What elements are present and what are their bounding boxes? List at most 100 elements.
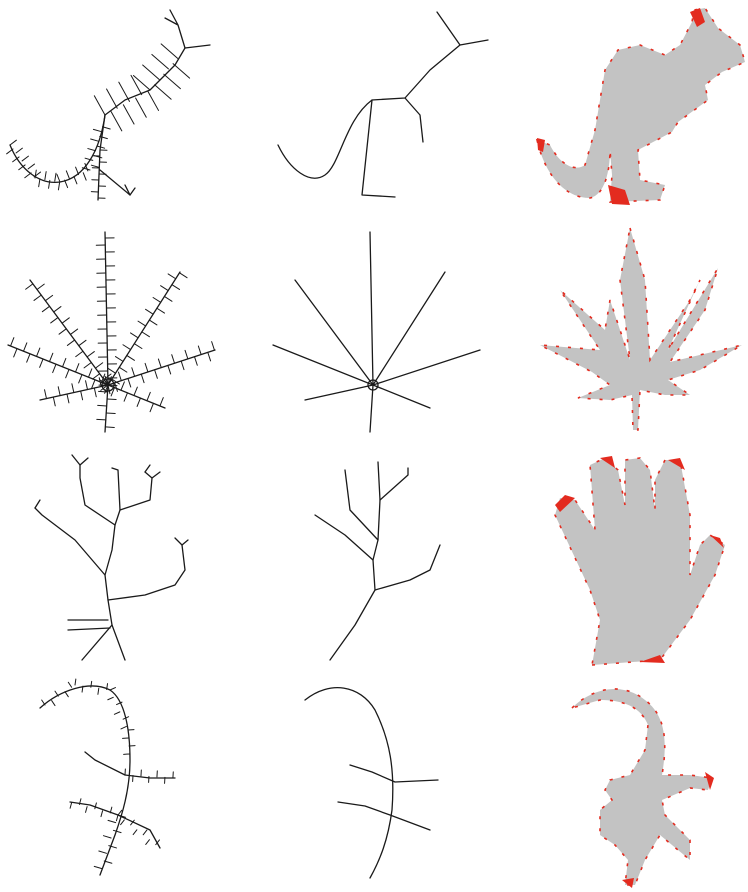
kangaroo-spur (25, 173, 31, 178)
kangaroo-spur (74, 176, 77, 183)
leaf-spur (72, 384, 74, 393)
leaf-spur (27, 354, 30, 362)
leaf-spur (67, 340, 74, 345)
lizard-spur (101, 811, 103, 817)
lizard-spur (110, 688, 115, 690)
kangaroo-spur (161, 44, 178, 58)
leaf-spur (99, 391, 108, 392)
lizard-spurs (42, 679, 174, 869)
leaf-spur (50, 353, 53, 361)
lizard-spur (108, 820, 116, 822)
leaf-spur (70, 329, 77, 334)
kangaroo-spur (93, 129, 101, 131)
leaf-spur (34, 295, 41, 300)
leaf-spur (89, 369, 92, 377)
leaf-spur (62, 318, 69, 323)
leaf-pruned-vein (373, 272, 445, 385)
lizard-spur (121, 726, 126, 728)
lizard-spur (52, 701, 55, 706)
leaf-spur (172, 355, 175, 364)
kangaroo-spur (173, 64, 190, 78)
kangaroo-pruned-skeleton (278, 12, 488, 197)
row-kangaroo (7, 8, 745, 205)
leaf-spur (98, 405, 107, 406)
leaf-spur (168, 274, 176, 279)
kangaroo-spur (83, 173, 86, 180)
leaf-spur (92, 380, 95, 388)
leaf-spur (147, 392, 150, 400)
kangaroo-spur (7, 149, 13, 154)
kangaroo-spur (136, 98, 147, 117)
leaf-spur (37, 284, 44, 289)
row-hand (35, 455, 725, 665)
hand-full-skeleton (35, 455, 188, 660)
leaf-spur (97, 419, 106, 420)
kangaroo-spur (57, 175, 60, 182)
lizard-spur (42, 700, 45, 705)
kangaroo-full-skeleton (7, 10, 210, 200)
leaf-spur (87, 352, 94, 357)
leaf-spur (198, 346, 201, 355)
kangaroo-spur (45, 172, 46, 180)
leaf-spur (164, 296, 172, 301)
kangaroo-spur (111, 112, 122, 131)
leaf-spur (194, 357, 197, 366)
leaf-spur (155, 370, 158, 379)
leaf-spur (132, 368, 135, 377)
leaf-spur (42, 306, 49, 311)
leaf-spur (172, 285, 180, 290)
lizard-spur (146, 840, 150, 845)
leaf-spur (86, 381, 88, 390)
leaf-spur (40, 359, 43, 367)
leaf-spurs (11, 238, 215, 428)
kangaroo-spur (10, 140, 16, 145)
lizard-spur (94, 866, 102, 868)
leaf-spur (94, 388, 96, 397)
leaf-spur (141, 374, 144, 383)
hand-reconstruction (555, 456, 725, 665)
leaf-spur (208, 352, 211, 361)
leaf-spur (95, 363, 102, 368)
kangaroo-spur (91, 139, 99, 141)
leaf-spur (54, 307, 61, 312)
leaf-full-skeleton (8, 232, 215, 432)
leaf-spur (14, 349, 17, 357)
lizard-spur (86, 807, 88, 813)
leaf-spur (45, 390, 47, 399)
lizard-spur (121, 820, 125, 825)
lizard-spur (103, 836, 111, 838)
kangaroo-spur (100, 136, 108, 138)
kangaroo-reconstruction (537, 8, 745, 205)
leaf-spur (92, 374, 99, 379)
leaf-reconstruction (540, 228, 742, 430)
leaf-spur (76, 364, 79, 372)
kangaroo-spur (91, 165, 99, 167)
leaf-spur (134, 344, 142, 349)
lizard-spur (114, 712, 119, 714)
lizard-spur (113, 830, 121, 832)
leaf-spur (115, 383, 118, 392)
kangaroo-spur (28, 164, 34, 169)
leaf-spur (51, 318, 58, 323)
leaf-pruned-skeleton (273, 232, 480, 432)
leaf-spur (157, 308, 165, 313)
leaf-spur (123, 345, 131, 350)
leaf-spur (149, 320, 157, 325)
kangaroo-spur (16, 148, 22, 153)
leaf-pruned-vein (305, 385, 373, 400)
lizard-spur (65, 692, 68, 697)
leaf-spur (58, 387, 60, 396)
lizard-spur (75, 679, 76, 685)
kangaroo-spur (58, 182, 59, 190)
leaf-spur (84, 363, 91, 368)
leaf-spur (24, 343, 27, 351)
leaf-spur (105, 427, 114, 428)
leaf-spur (108, 368, 116, 373)
leaf-spur (107, 399, 116, 400)
kangaroo-spur (119, 82, 130, 101)
kangaroo-spur (76, 167, 79, 174)
leaf-spur (161, 286, 169, 291)
leaf-spur (185, 350, 188, 359)
lizard-spur (70, 802, 72, 808)
lizard-spur (99, 851, 107, 853)
